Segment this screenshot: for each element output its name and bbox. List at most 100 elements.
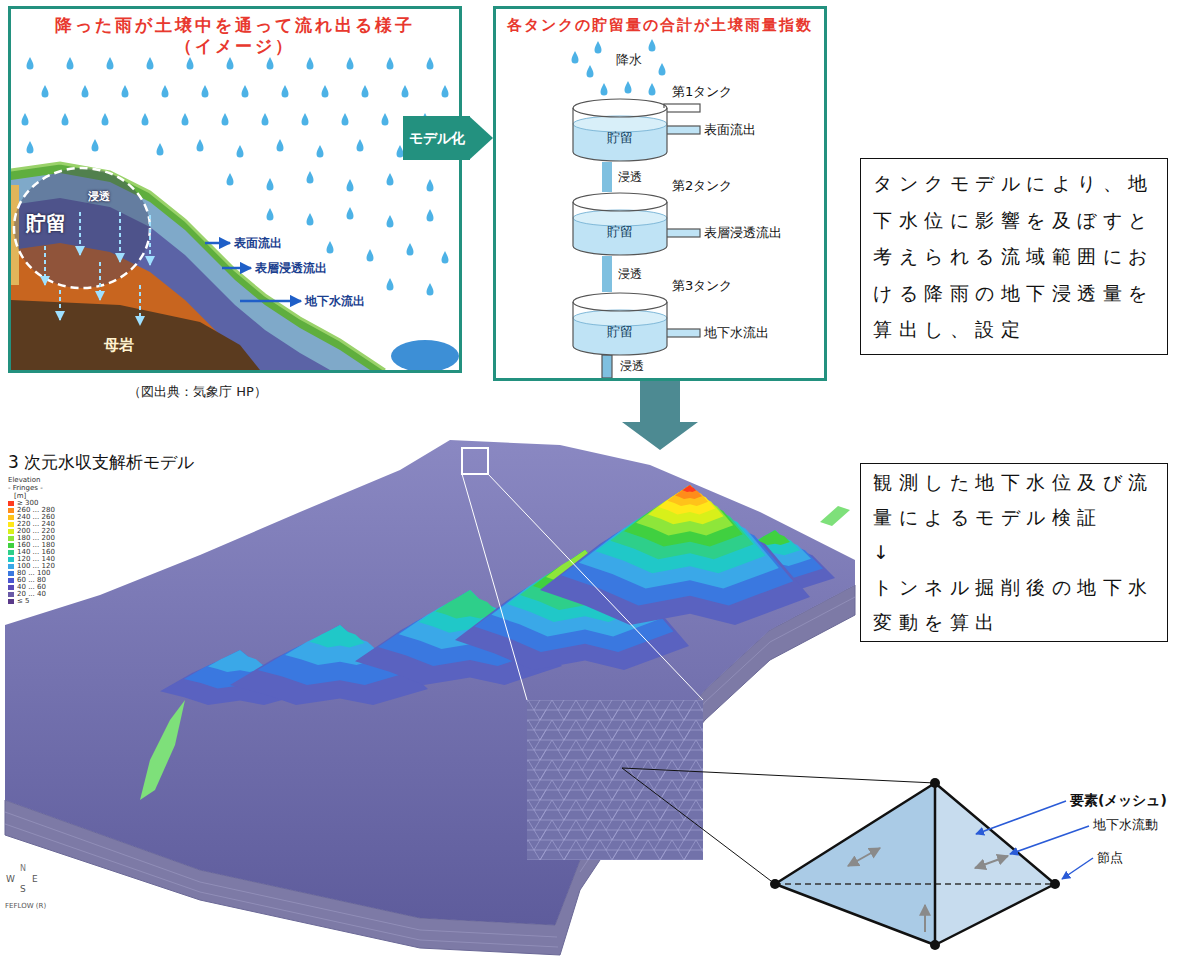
compass-letter: E (32, 874, 38, 885)
tank-name: 第3タンク (672, 278, 732, 294)
leader-line (622, 768, 935, 783)
arrow-label: モデル化 (403, 116, 470, 160)
raindrop (595, 41, 602, 54)
mountain (160, 485, 835, 705)
legend-label: 140 ... 160 (17, 549, 55, 556)
tank-rim (573, 293, 667, 311)
raindrop (347, 57, 354, 70)
tank-body (573, 302, 667, 355)
raindrop (122, 85, 129, 98)
legend-swatch (8, 599, 14, 604)
legend-swatch (8, 557, 14, 562)
raindrop (442, 251, 449, 264)
legend-swatch (8, 508, 14, 513)
tank-rim (573, 193, 667, 211)
tank-content: 貯留 (572, 224, 668, 240)
outflow-label: 表層浸透流出 (704, 225, 782, 241)
tank-name: 第2タンク (672, 178, 732, 194)
storage-zone (14, 168, 150, 288)
legend-label: 240 ... 260 (17, 514, 55, 521)
legend-label: ≤ 5 (17, 598, 30, 605)
mountain (611, 485, 754, 559)
legend-label: 120 ... 140 (17, 556, 55, 563)
element-label: 地下水流動 (1093, 817, 1158, 833)
raindrop (227, 173, 234, 186)
flow-label: 表層浸透流出 (255, 261, 327, 275)
outlet-pipe (664, 104, 700, 112)
infiltration-arrow (79, 212, 81, 255)
legend-swatch (8, 585, 14, 590)
raindrop (157, 143, 164, 156)
raindrop (387, 57, 394, 70)
raindrop (42, 85, 49, 98)
legend-label: 220 ... 240 (17, 521, 55, 528)
node-point (770, 879, 780, 889)
pointer-arrow (976, 801, 1066, 834)
pond (391, 340, 459, 372)
raindrop (357, 139, 364, 152)
compass-letter: S (20, 884, 26, 895)
raindrop (222, 113, 229, 126)
raindrop (307, 171, 314, 184)
pointer-arrow (976, 801, 1093, 879)
flow-arrow (848, 848, 1008, 868)
raindrop (267, 178, 274, 191)
legend-swatch (8, 529, 14, 534)
outlet-pipe (602, 355, 612, 378)
mountain (675, 485, 702, 499)
mountain (309, 625, 364, 647)
legend-swatch (8, 550, 14, 555)
legend-swatch (8, 501, 14, 506)
outlet-pipe (664, 126, 700, 134)
compass-letter: N (20, 864, 26, 874)
raindrop (107, 57, 114, 70)
river-valley (140, 700, 185, 800)
raindrop (242, 85, 249, 98)
note-text: トンネル掘削後の地下水変動を算出 (873, 570, 1159, 640)
raindrop (267, 208, 274, 221)
outflow-label: 地下水流出 (704, 325, 769, 341)
mountain (540, 485, 810, 625)
infiltration-arrow (99, 262, 101, 300)
mountain (683, 485, 697, 492)
legend-label: 260 ... 280 (17, 507, 55, 514)
element-face (935, 783, 1055, 945)
raindrop (362, 85, 369, 98)
legend-label: 160 ... 180 (17, 542, 55, 549)
flow-arrow (848, 848, 880, 866)
legend-label: 20 ... 40 (17, 591, 46, 598)
raindrop (387, 278, 394, 291)
raindrop (387, 215, 394, 228)
legend-swatch (8, 515, 14, 520)
raindrop (237, 145, 244, 158)
raindrop (382, 113, 389, 126)
outflow-arrow (240, 300, 301, 303)
tank-water (573, 310, 667, 326)
legend-swatch (8, 536, 14, 541)
pipe-label: 浸透 (617, 169, 643, 185)
raindrop (307, 57, 314, 70)
tetrahedron-element (622, 768, 1093, 950)
raindrop (227, 57, 234, 70)
panel-title: 降った雨が土壌中を通って流れ出る様子 （イメージ） (45, 15, 425, 57)
illustration-label: 貯留 (26, 211, 66, 235)
raindrop (342, 113, 349, 126)
raindrop (147, 57, 154, 70)
flow-arrow (924, 905, 926, 932)
outlet-pipe (664, 229, 700, 237)
raindrop (347, 207, 354, 220)
outlet-pipe (664, 329, 700, 337)
mountain (596, 485, 766, 573)
zoom-line (488, 474, 703, 700)
tank-water (573, 116, 667, 132)
model-panel: 第1タンク貯留第2タンク貯留第3タンク貯留各タンクの貯留量の合計が土壌雨量指数 (493, 6, 827, 381)
legend-swatch (8, 578, 14, 583)
zoom-line (462, 474, 527, 700)
rain-label: 降水 (616, 52, 642, 68)
legend-swatch (8, 592, 14, 597)
raindrop (142, 113, 149, 126)
raindrop (649, 83, 656, 96)
tank-water (573, 210, 667, 226)
legend-swatch (8, 571, 14, 576)
pipe-connector (602, 162, 612, 192)
